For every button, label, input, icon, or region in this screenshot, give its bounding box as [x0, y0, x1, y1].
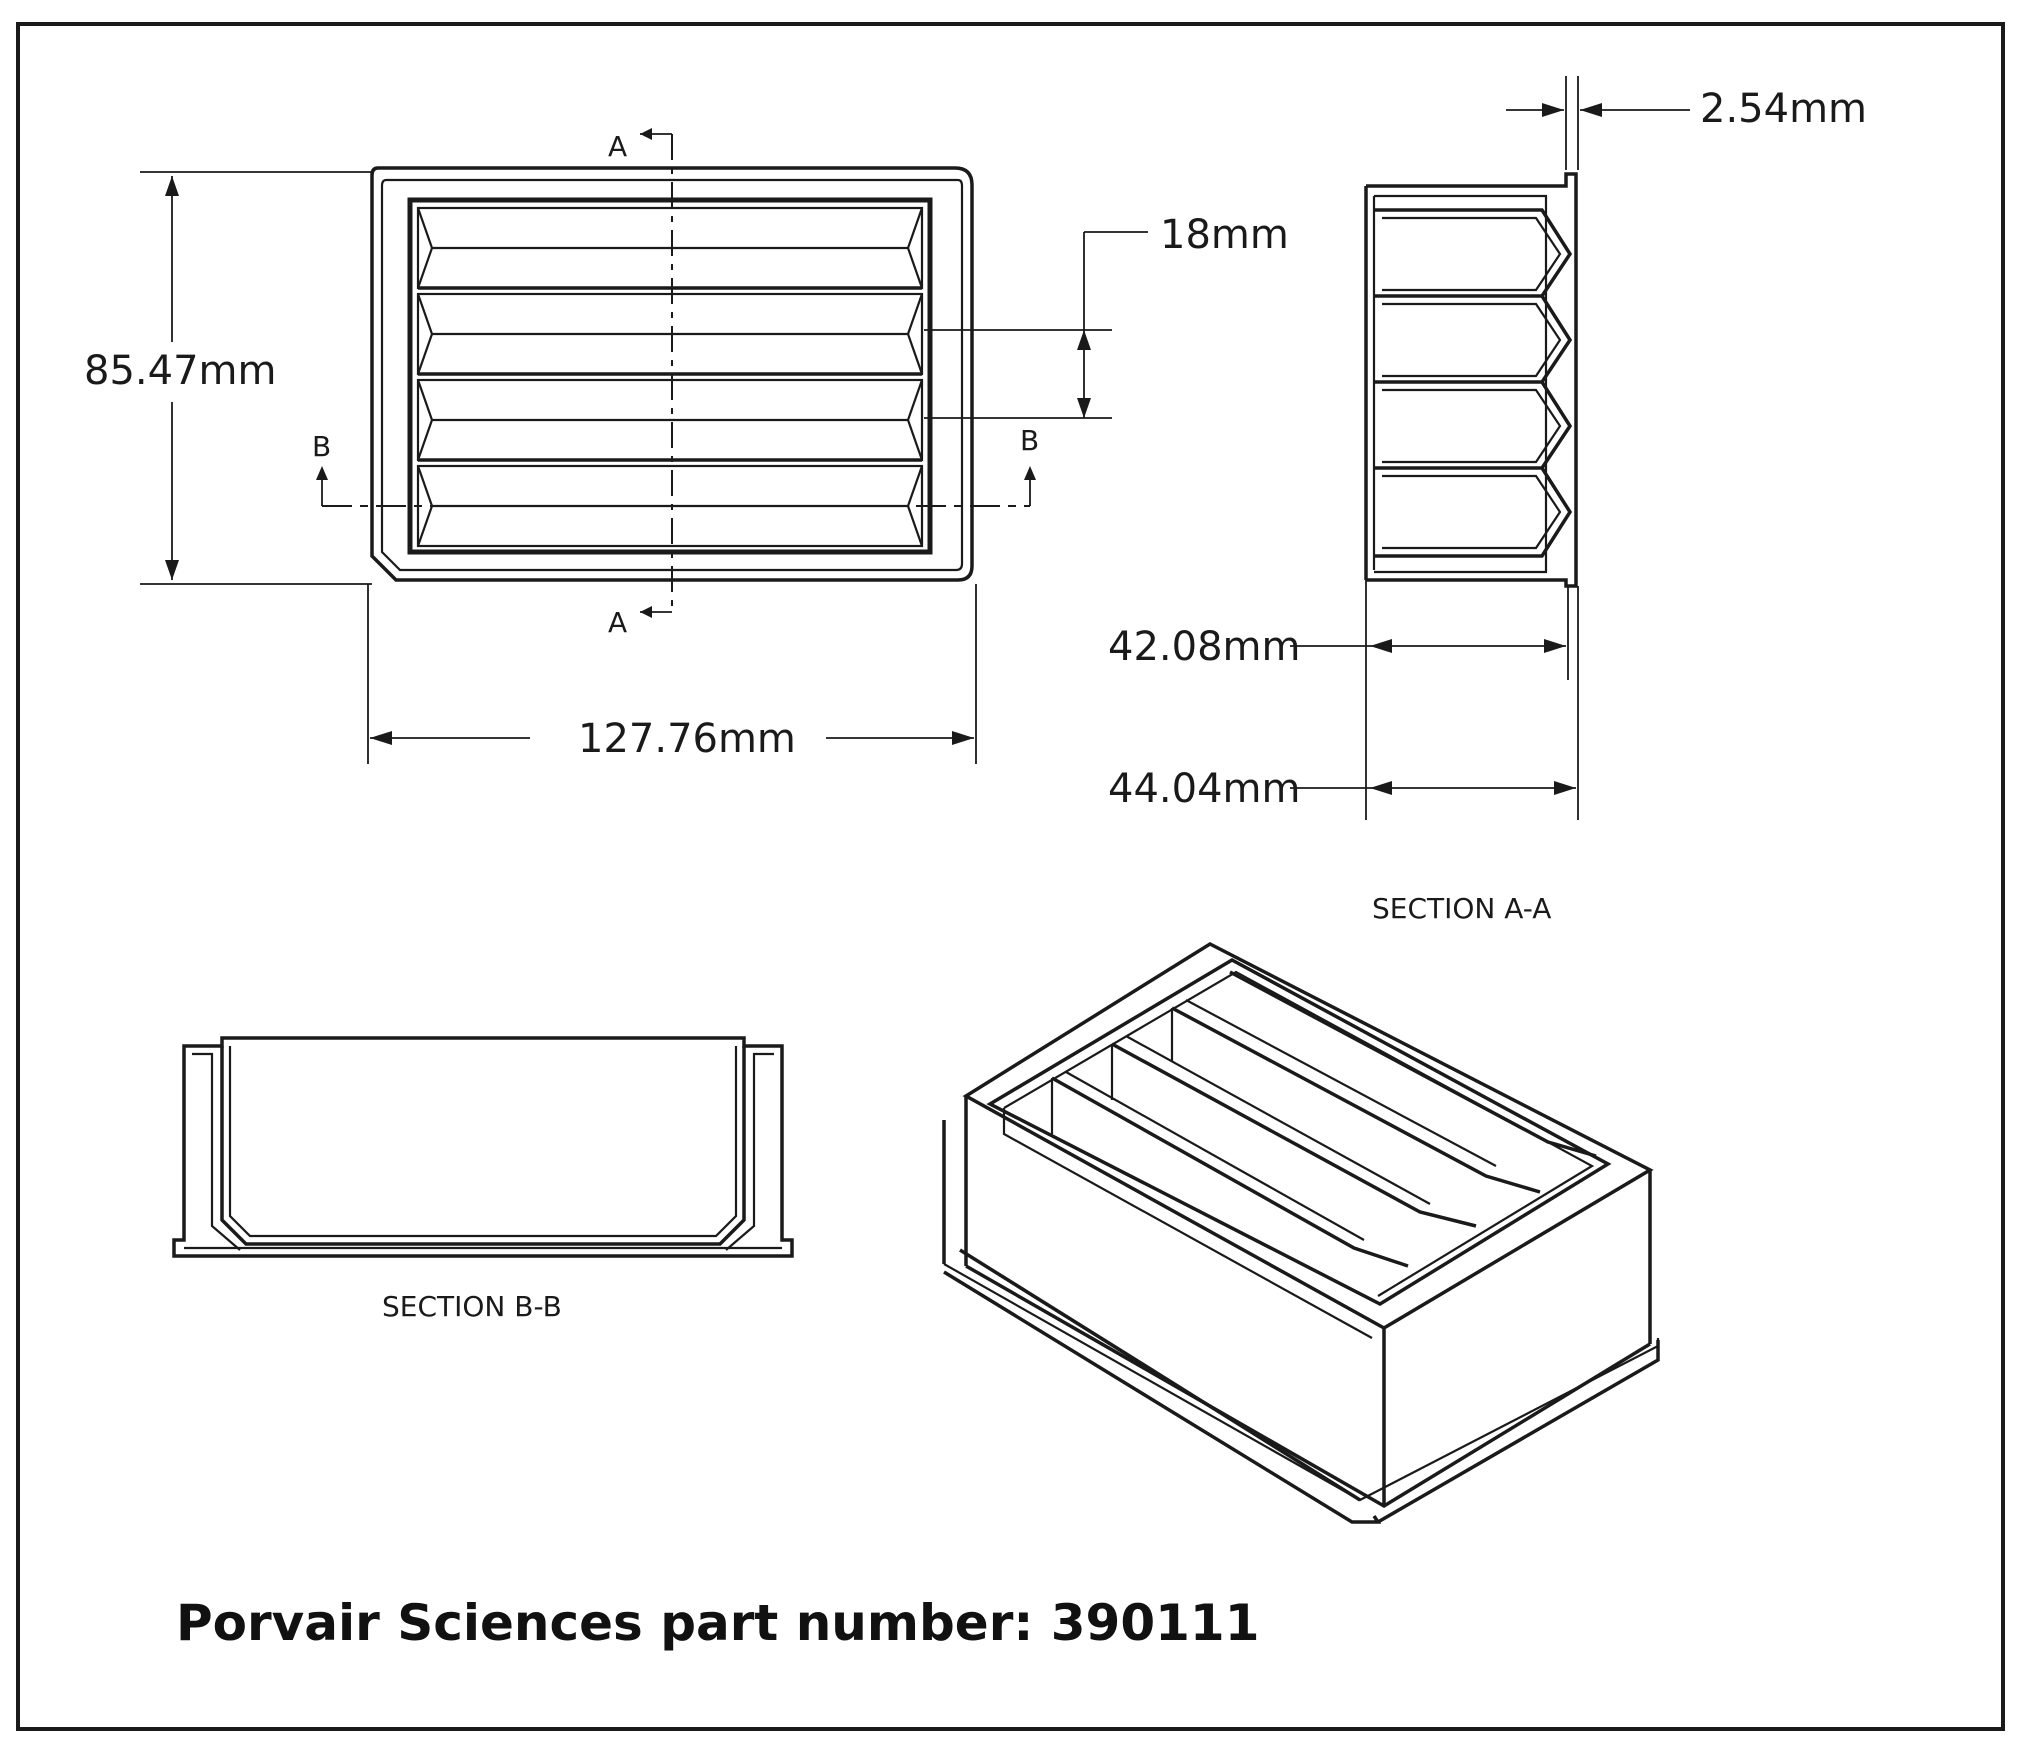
dimension-depth-inner: 42.08mm [1108, 624, 1300, 670]
iso-dividers [1050, 970, 1597, 1268]
isometric-view [942, 941, 1660, 1524]
part-number-caption: Porvair Sciences part number: 390111 [176, 1594, 1260, 1652]
channel-3 [416, 378, 924, 462]
section-marker-b-right: B [1020, 424, 1039, 457]
dimension-height: 85.47mm [84, 348, 276, 394]
dimension-flange: 2.54mm [1700, 86, 1867, 132]
channel-2 [416, 292, 924, 376]
section-marker-a-bottom: A [608, 606, 627, 639]
dimension-depth-outer: 44.04mm [1108, 766, 1300, 812]
channel-1 [416, 206, 924, 290]
aa-channel-profiles [1374, 208, 1573, 558]
drawing-frame [16, 22, 2005, 1731]
top-view-inner-well [407, 197, 933, 555]
section-marker-b-left: B [312, 430, 331, 463]
top-view: A A B B 85.47mm 127.76mm 18mm [84, 128, 1289, 764]
section-marker-a-top: A [608, 130, 627, 163]
dimension-channel-pitch: 18mm [1160, 212, 1289, 258]
section-a-a-title: SECTION A-A [1372, 892, 1551, 925]
dimension-width: 127.76mm [578, 716, 796, 762]
top-view-outer-outline [370, 166, 974, 582]
section-b-b-view: SECTION B-B [172, 1036, 794, 1323]
section-a-a-view: 2.54mm 42.08mm 44.04mm SECTION A-A [1108, 76, 1867, 925]
section-b-b-title: SECTION B-B [382, 1290, 562, 1323]
